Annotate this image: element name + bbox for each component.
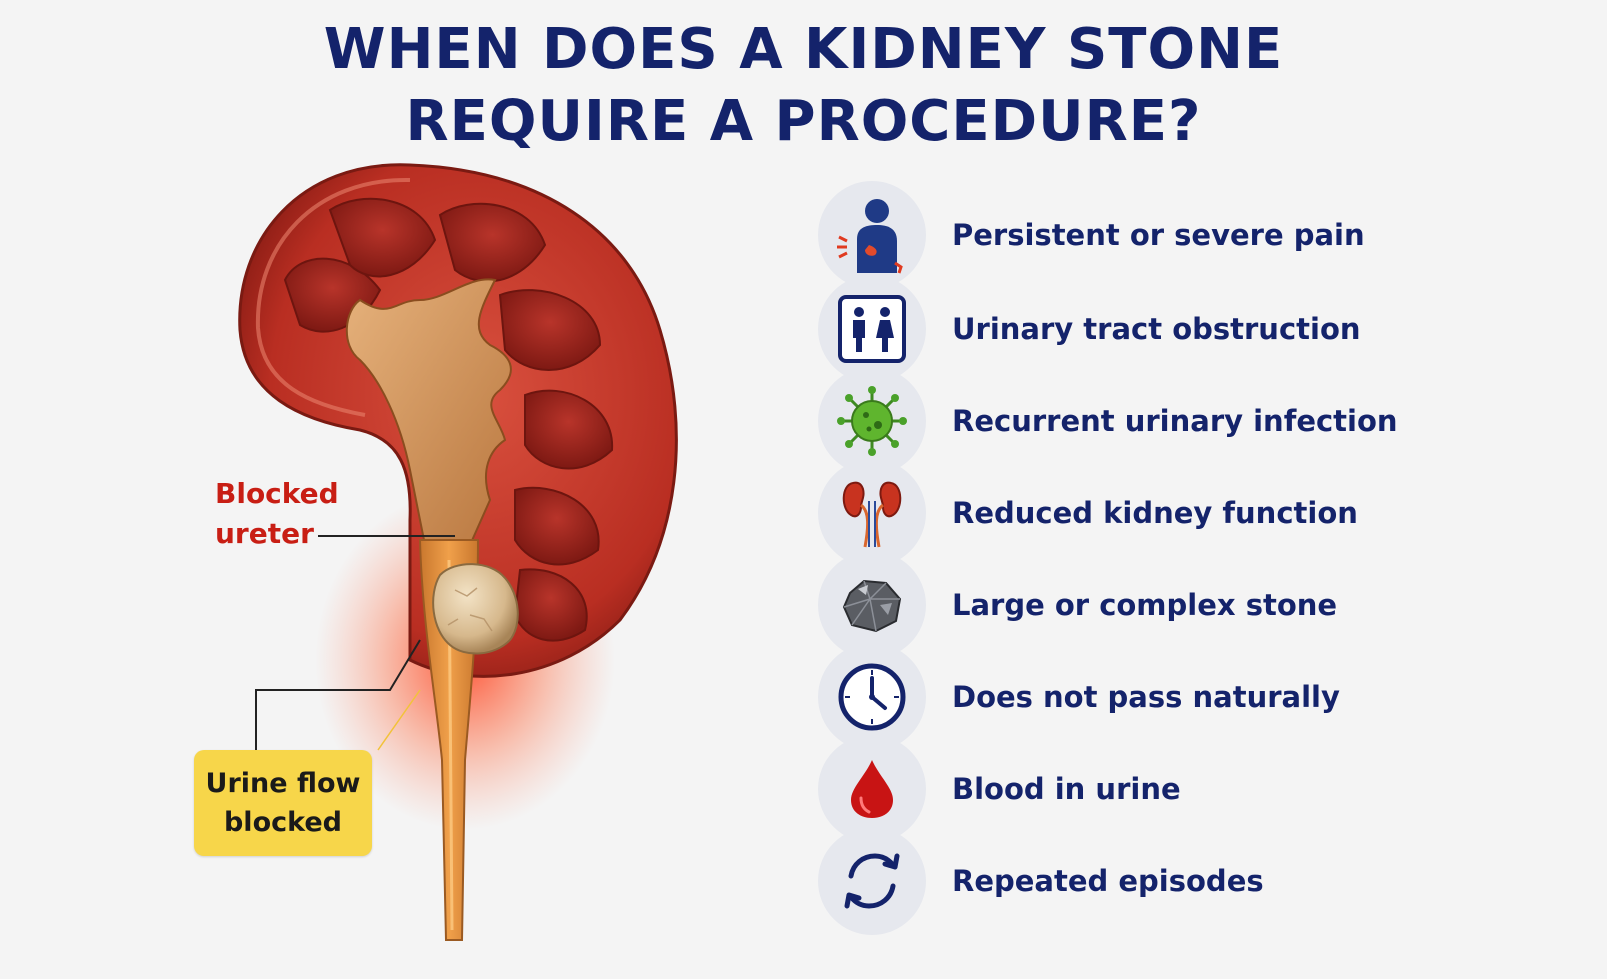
list-item: Recurrent urinary infection: [818, 367, 1578, 475]
restroom-icon: [838, 295, 906, 363]
bacteria-icon: [837, 386, 907, 456]
blocked-ureter-line-2: ureter: [215, 517, 314, 550]
blood-drop-icon: [851, 760, 893, 818]
list-item: Repeated episodes: [818, 827, 1578, 935]
title-line-1: WHEN DOES A KIDNEY STONE: [323, 17, 1284, 82]
icon-badge: [818, 643, 926, 751]
clock-icon: [838, 663, 906, 731]
list-item: Persistent or severe pain: [818, 181, 1578, 289]
blocked-ureter-line-1: Blocked: [215, 477, 339, 510]
page-title: WHEN DOES A KIDNEY STONE REQUIRE A PROCE…: [0, 14, 1607, 158]
stone-icon: [842, 579, 902, 633]
icon-badge: [818, 459, 926, 567]
item-label: Reduced kidney function: [952, 496, 1358, 530]
urine-flow-blocked-label: Urine flow blocked: [194, 750, 372, 856]
flow-leader-line: [255, 639, 421, 750]
urine-flow-line-1: Urine flow: [205, 768, 361, 799]
item-label: Recurrent urinary infection: [952, 404, 1398, 438]
list-item: Does not pass naturally: [818, 643, 1578, 751]
blocked-ureter-label: Blocked ureter: [215, 474, 339, 554]
item-label: Persistent or severe pain: [952, 218, 1365, 252]
icon-badge: [818, 551, 926, 659]
repeat-arrows-icon: [844, 853, 900, 909]
item-label: Blood in urine: [952, 772, 1181, 806]
kidneys-icon: [842, 481, 902, 548]
kidney-stone: [432, 563, 519, 655]
list-item: Reduced kidney function: [818, 459, 1578, 567]
icon-badge: [818, 275, 926, 383]
icon-badge: [818, 735, 926, 843]
item-label: Does not pass naturally: [952, 680, 1340, 714]
urine-flow-line-2: blocked: [223, 807, 342, 838]
item-label: Repeated episodes: [952, 864, 1264, 898]
item-label: Large or complex stone: [952, 588, 1338, 622]
list-item: Large or complex stone: [818, 551, 1578, 659]
person-pain-icon: [837, 199, 903, 274]
icon-badge: [818, 181, 926, 289]
item-label: Urinary tract obstruction: [952, 312, 1361, 346]
icon-badge: [818, 367, 926, 475]
list-item: Blood in urine: [818, 735, 1578, 843]
list-item: Urinary tract obstruction: [818, 275, 1578, 383]
renal-pelvis: [345, 278, 512, 546]
title-line-2: REQUIRE A PROCEDURE?: [405, 89, 1202, 154]
icon-badge: [818, 827, 926, 935]
